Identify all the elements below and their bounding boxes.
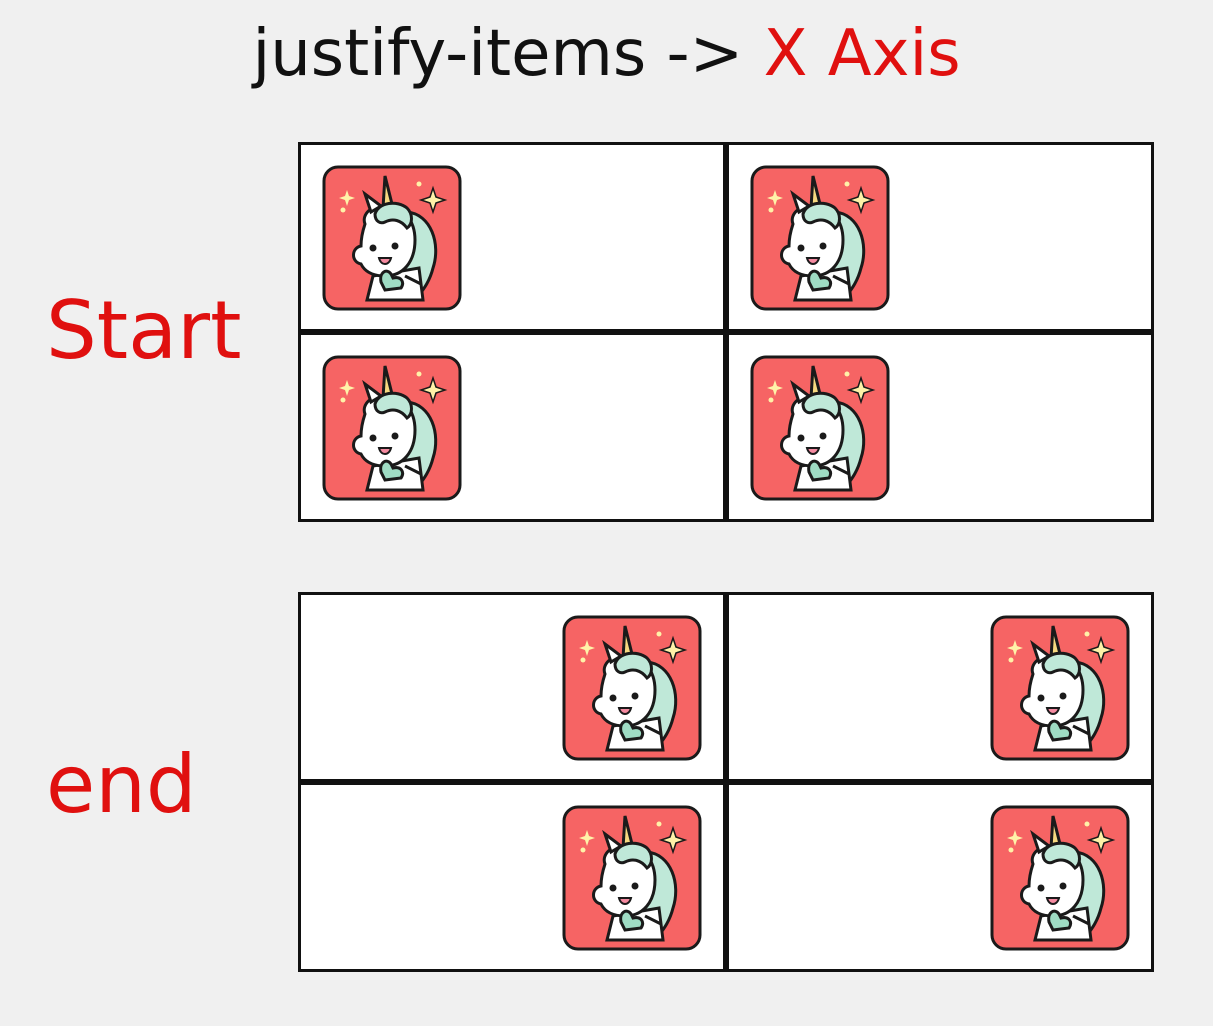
grid-cell <box>298 592 726 782</box>
grid-cell <box>298 332 726 522</box>
diagram-title: justify-items -> X Axis <box>0 14 1213 94</box>
title-prefix: justify-items -> <box>252 17 744 91</box>
grid-cell <box>726 592 1154 782</box>
unicorn-icon <box>561 614 703 762</box>
grid-cell <box>726 142 1154 332</box>
grid-start <box>298 142 1154 522</box>
grid-cell <box>726 332 1154 522</box>
unicorn-icon <box>749 354 891 502</box>
section-label-end: end <box>46 738 197 831</box>
unicorn-icon <box>749 164 891 312</box>
grid-cell <box>726 782 1154 972</box>
grid-end <box>298 592 1154 972</box>
grid-cell <box>298 782 726 972</box>
unicorn-icon <box>989 614 1131 762</box>
unicorn-icon <box>321 164 463 312</box>
title-accent: X Axis <box>763 17 961 91</box>
section-label-start: Start <box>46 284 242 377</box>
unicorn-icon <box>561 804 703 952</box>
grid-cell <box>298 142 726 332</box>
unicorn-icon <box>989 804 1131 952</box>
unicorn-icon <box>321 354 463 502</box>
